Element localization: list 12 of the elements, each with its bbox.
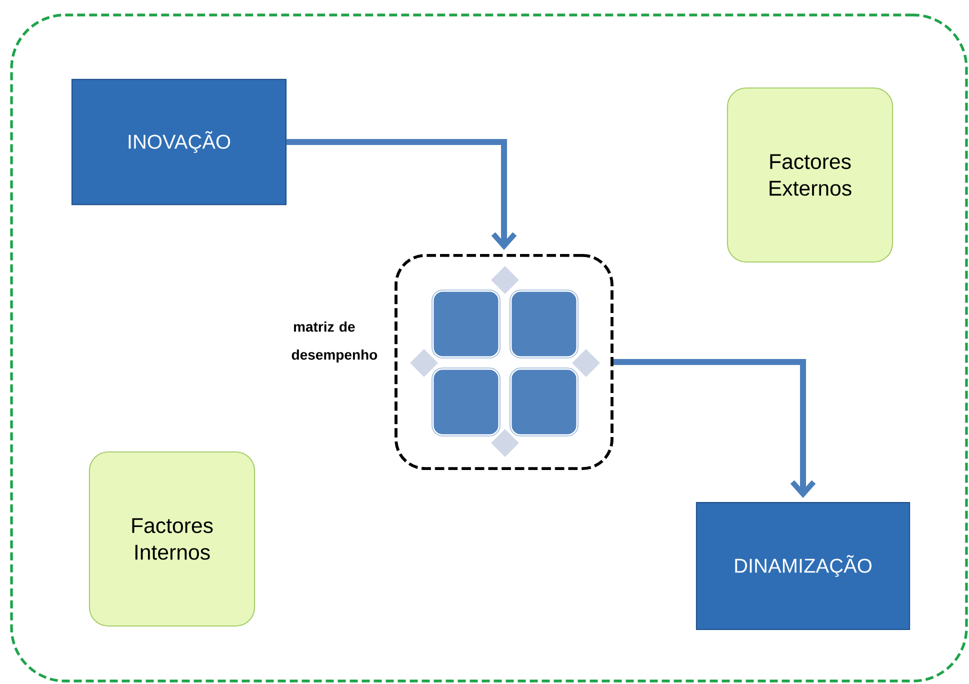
process-box: DINAMIZAÇÃO: [696, 502, 910, 630]
matrix-square: [508, 366, 580, 438]
factor-box: Factores Externos: [726, 87, 894, 263]
arrow: [613, 359, 816, 498]
dashed-frame: [10, 14, 968, 682]
matrix-square: [508, 288, 580, 360]
arrow: [286, 139, 517, 250]
process-box: INOVAÇÃO: [71, 78, 287, 206]
matrix-label: matriz de desempenho: [292, 321, 378, 363]
matrix-square: [430, 288, 502, 360]
factor-box: Factores Internos: [88, 451, 256, 627]
matrix-square: [430, 366, 502, 438]
